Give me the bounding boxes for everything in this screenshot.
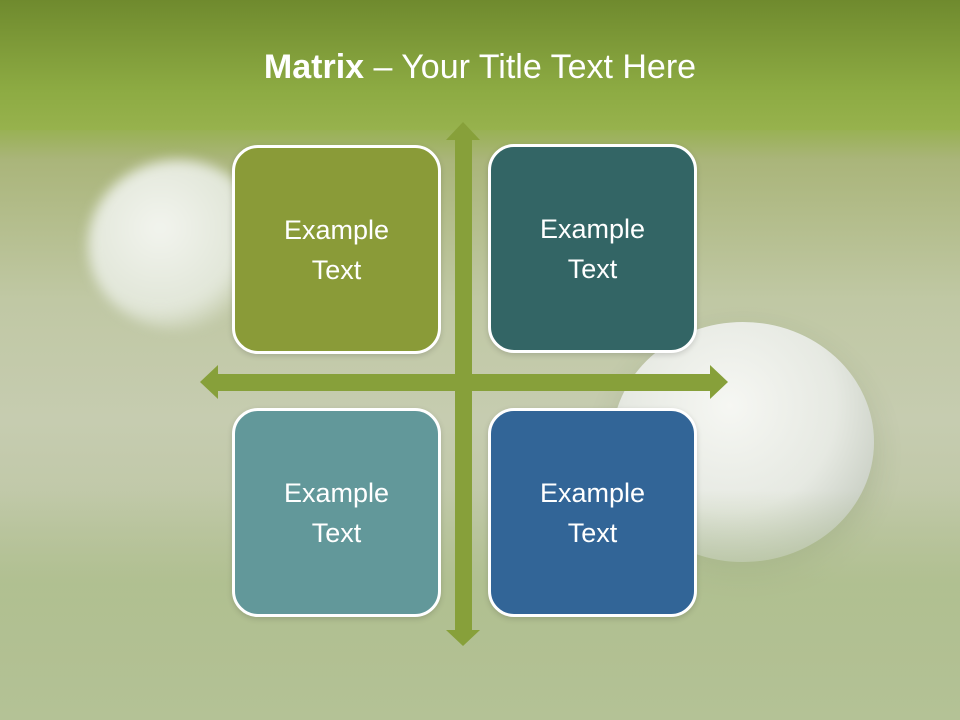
slide-title: Matrix – Your Title Text Here [0, 48, 960, 87]
cell-text-line2: Text [567, 517, 618, 548]
horizontal-axis-arrow [200, 365, 728, 399]
matrix-cell-top-right: Example Text [488, 144, 697, 353]
cell-text-line2: Text [567, 253, 618, 284]
cell-text-line2: Text [311, 254, 362, 285]
cell-text-line1: Example [283, 214, 390, 245]
cell-text-line1: Example [283, 477, 390, 508]
title-bold: Matrix [263, 48, 365, 86]
title-rest: – Your Title Text Here [364, 48, 697, 86]
cell-text-line2: Text [311, 517, 362, 548]
cell-text-line1: Example [539, 477, 646, 508]
cell-text-line1: Example [539, 213, 646, 244]
matrix-cell-top-left: Example Text [232, 145, 441, 354]
matrix-cell-bottom-right: Example Text [488, 408, 697, 617]
title-band [0, 0, 960, 130]
background-grass [0, 490, 960, 720]
matrix-cell-bottom-left: Example Text [232, 408, 441, 617]
